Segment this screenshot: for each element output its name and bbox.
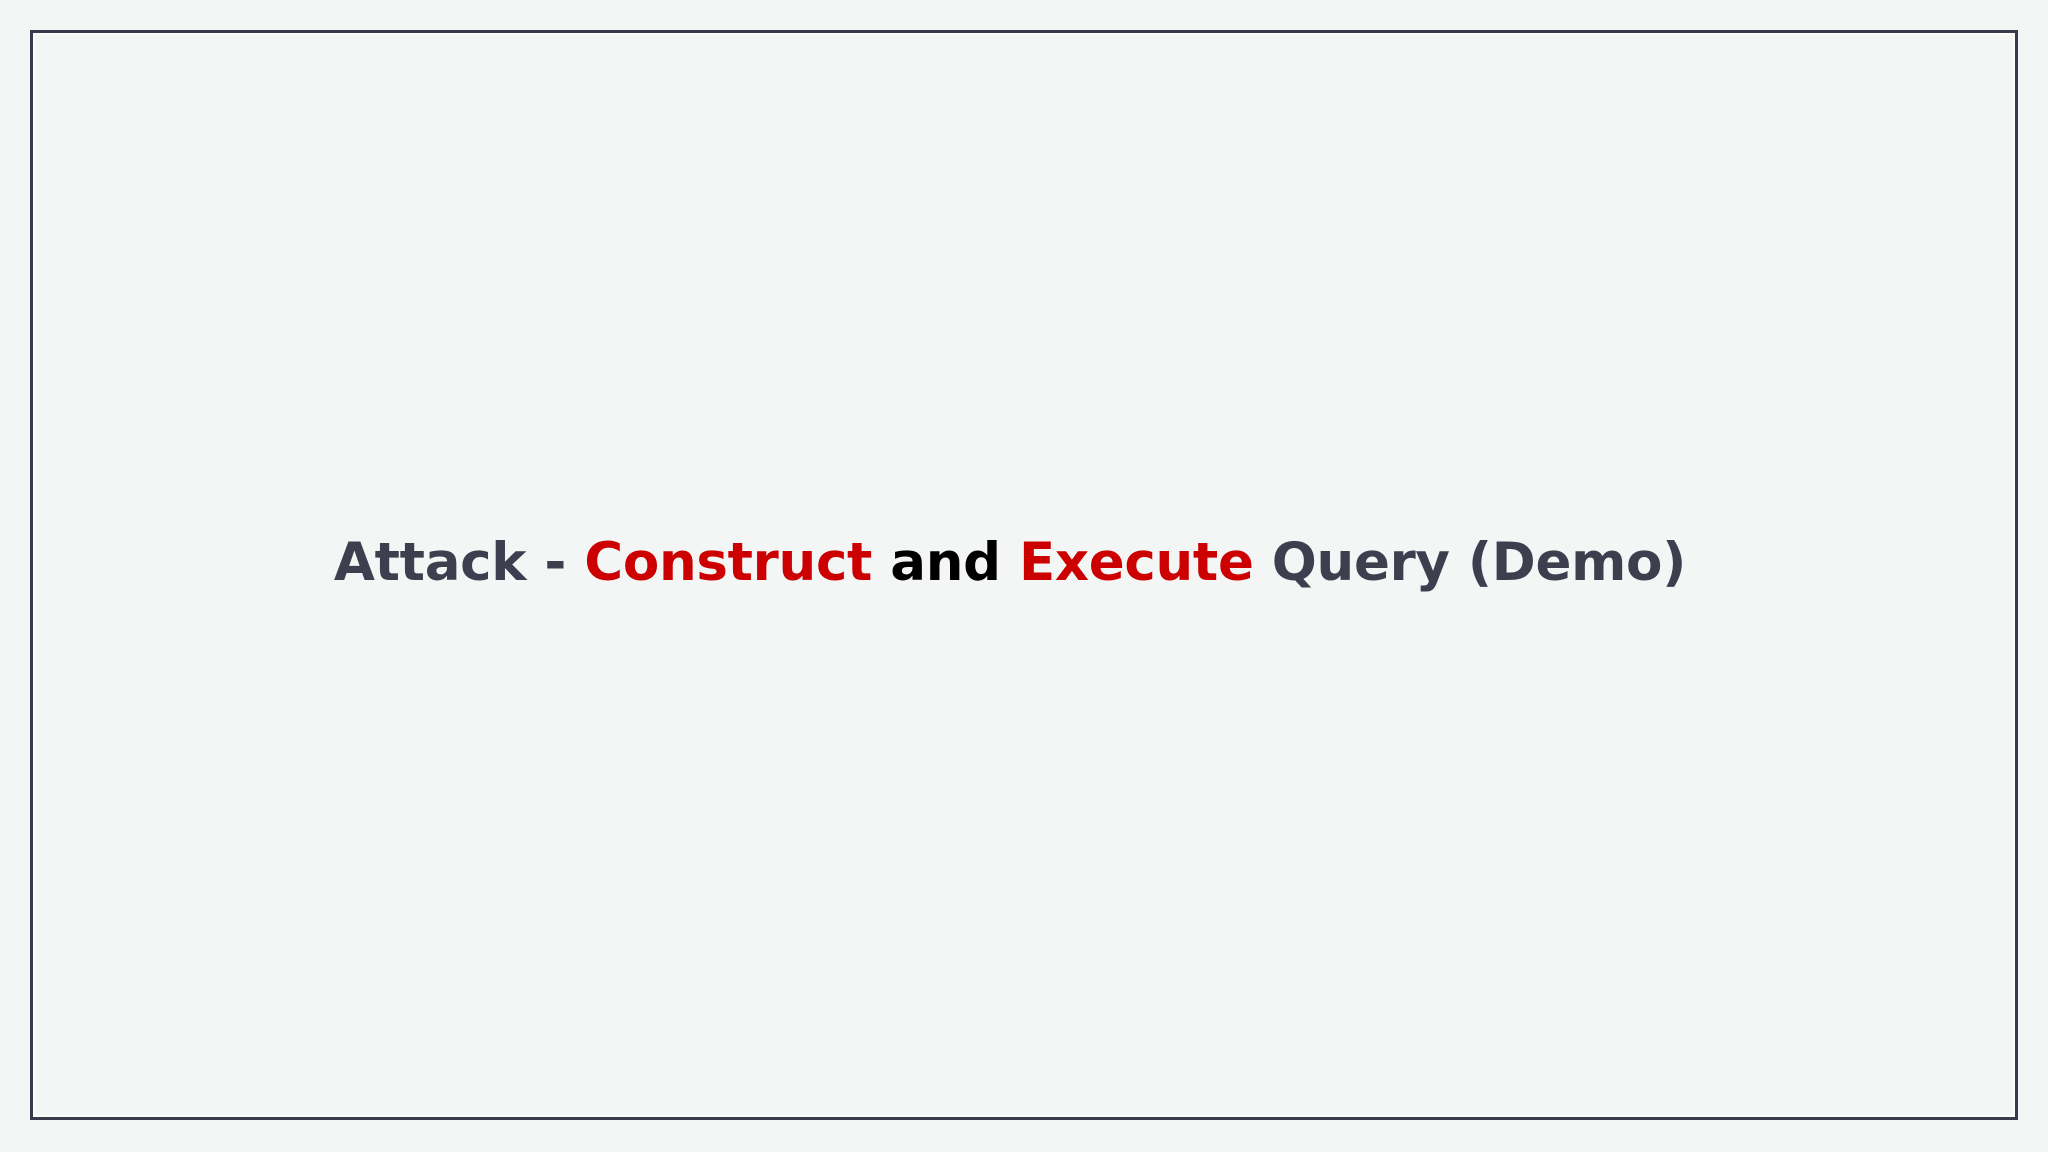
page-title: Attack - Construct and Execute Query (De… [334,531,1686,595]
title-segment-query-demo: Query (Demo) [1253,532,1687,594]
title-segment-attack: Attack - [333,532,585,594]
slide-title-container: Attack - Construct and Execute Query (De… [33,33,2015,1117]
title-segment-construct: Construct [584,532,873,594]
slide-frame: Attack - Construct and Execute Query (De… [30,30,2018,1120]
title-segment-execute: Execute [1018,532,1254,594]
title-segment-and: and [872,532,1019,594]
